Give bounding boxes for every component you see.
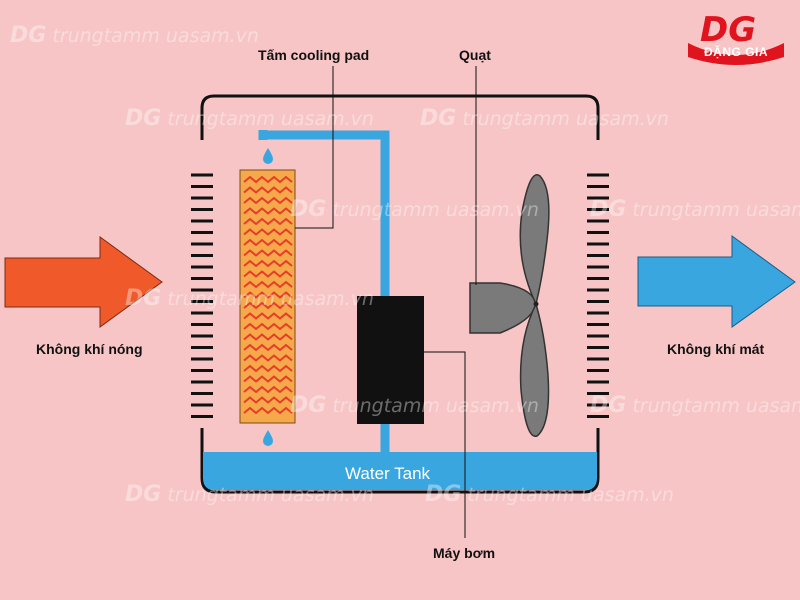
cooling-pad-label: Tấm cooling pad (258, 47, 370, 63)
pad-zigzag-line (243, 406, 293, 415)
pad-zigzag-line (243, 259, 293, 268)
cooling-pad-pattern (243, 175, 293, 415)
exhaust-grille (587, 173, 609, 418)
water-tank-label: Water Tank (345, 464, 431, 483)
water-drop-top (263, 148, 273, 164)
pad-zigzag-line (243, 375, 293, 383)
hot-air-arrow (4, 236, 163, 328)
hot-air-label: Không khí nóng (36, 341, 143, 357)
pad-zigzag-line (243, 364, 293, 373)
water-drop-bottom (263, 430, 273, 446)
cool-air-label: Không khí mát (667, 341, 765, 357)
pad-zigzag-line (243, 396, 293, 404)
cooling-pad-leader (295, 66, 334, 229)
pad-zigzag-line (243, 175, 293, 184)
pad-zigzag-line (243, 312, 293, 320)
pump-leader (424, 351, 466, 538)
pad-zigzag-line (243, 322, 293, 331)
pad-zigzag-line (243, 343, 293, 352)
intake-grille (191, 173, 213, 418)
pad-zigzag-line (243, 280, 293, 289)
pad-zigzag-line (243, 249, 293, 257)
cool-air-arrow (637, 235, 796, 328)
cooler-housing (200, 94, 600, 494)
water-tank (203, 452, 597, 490)
pad-zigzag-line (243, 217, 293, 226)
brand-logo: DG ĐẶNG GIA (680, 5, 792, 65)
logo-letters: DG (700, 10, 756, 50)
pad-zigzag-line (243, 301, 293, 310)
fan-label: Quạt (459, 47, 491, 63)
pad-zigzag-line (243, 291, 293, 299)
pad-zigzag-line (243, 207, 293, 215)
pad-zigzag-line (243, 270, 293, 278)
water-pump (357, 296, 424, 424)
pad-zigzag-line (243, 333, 293, 341)
logo-emblem-icon: DG (688, 10, 784, 65)
pad-zigzag-line (243, 238, 293, 247)
pad-zigzag-line (243, 196, 293, 205)
fan-blade-bottom (519, 301, 550, 437)
logo-name: ĐẶNG GIA (704, 45, 768, 59)
fan-motor (469, 282, 537, 334)
pad-zigzag-line (243, 385, 293, 394)
pad-zigzag-line (243, 186, 293, 194)
pad-zigzag-line (243, 228, 293, 236)
pump-label: Máy bơm (433, 545, 496, 561)
fan-hub (533, 301, 539, 307)
pad-zigzag-line (243, 354, 293, 362)
fan-blade-top (519, 174, 550, 307)
